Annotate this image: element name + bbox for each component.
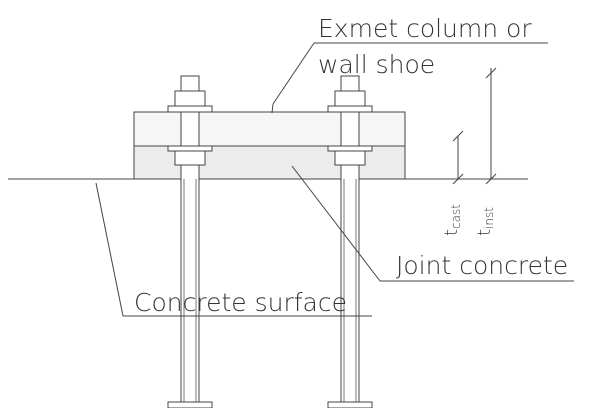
washer-left-top (167, 105, 213, 113)
nut-left-top (174, 90, 206, 107)
anchor-head-left (167, 401, 213, 408)
t-cast-label: tcast (441, 204, 463, 236)
shoe-base-plate (133, 111, 406, 147)
washer-right-top (327, 105, 373, 113)
t-inst-label: tinst (474, 207, 496, 236)
anchor-head-right (327, 401, 373, 408)
concrete-surface-label: Concrete surface (134, 288, 347, 317)
joint-concrete-label: Joint concrete (396, 251, 568, 280)
nut-right-bottom (334, 150, 366, 166)
dimension-t-cast (452, 130, 464, 185)
shoe-label-line1: Exmet column or (318, 14, 532, 43)
dimension-t-inst (485, 67, 497, 185)
washer-left-bottom (167, 145, 213, 152)
washer-right-bottom (327, 145, 373, 152)
anchor-bolt-left (167, 75, 213, 408)
svg-text:tcast: tcast (441, 204, 463, 236)
svg-text:tinst: tinst (474, 207, 496, 236)
joint-leader (291, 165, 574, 282)
nut-left-bottom (174, 150, 206, 166)
surface-leader (95, 182, 372, 317)
nut-right-top (334, 90, 366, 107)
shoe-label-line2: wall shoe (318, 50, 435, 79)
shoe-leader (271, 42, 548, 114)
